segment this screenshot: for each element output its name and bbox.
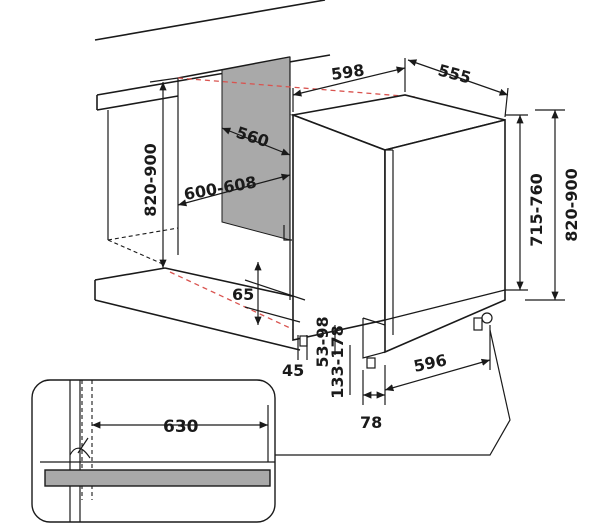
- label-598: 598: [330, 60, 366, 83]
- inset-detail: 630: [31, 379, 276, 523]
- dishwasher-body: [290, 94, 506, 369]
- label-820-900-right: 820-900: [562, 168, 581, 241]
- label-133-178: 133-178: [328, 325, 347, 398]
- wall-panel: [221, 56, 291, 241]
- label-45: 45: [282, 361, 304, 380]
- label-65: 65: [232, 285, 254, 304]
- dimension-lines: [149, 58, 565, 456]
- label-596: 596: [412, 350, 449, 376]
- label-53-98: 53-98: [313, 316, 332, 367]
- label-555: 555: [436, 61, 473, 88]
- floor-lines: [94, 267, 311, 351]
- niche-outline-left: [107, 227, 179, 266]
- label-78: 78: [360, 413, 382, 432]
- label-715-760: 715-760: [527, 173, 546, 246]
- inset-grey-bar: [44, 469, 271, 487]
- label-630: 630: [163, 417, 199, 437]
- label-820-900-left: 820-900: [141, 143, 160, 216]
